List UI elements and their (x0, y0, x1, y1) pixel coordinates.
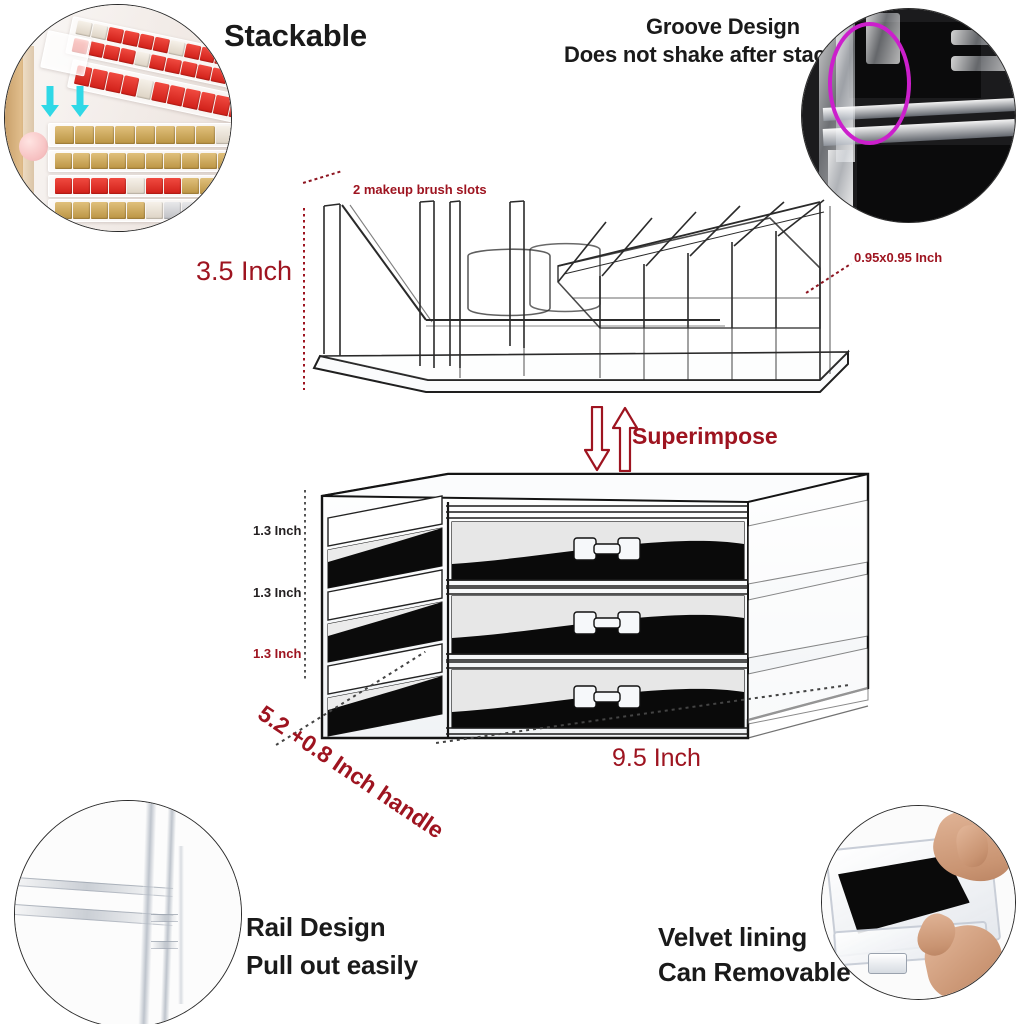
arrow-up-icon (612, 406, 638, 472)
brush-slots-label: 2 makeup brush slots (353, 182, 487, 197)
height-guide-line (303, 208, 305, 390)
tray-height-label: 3.5 Inch (196, 256, 293, 286)
drawer-unit-drawing (296, 466, 886, 756)
compartment-size-label: 0.95x0.95 Inch (854, 250, 943, 265)
groove-closeup-photo (801, 8, 1016, 223)
rail-design-label-line2: Pull out easily (246, 950, 418, 980)
velvet-lining-label-line2: Can Removable (658, 957, 851, 987)
drawer-height-label-2: 1.3 Inch (253, 585, 302, 600)
drawer-height-label-1: 1.3 Inch (253, 523, 302, 538)
groove-design-heading-line1: Groove Design (646, 14, 800, 39)
rail-closeup-photo (14, 800, 242, 1024)
stackable-heading: Stackable (224, 18, 367, 53)
drawer-height-label-3: 1.3 Inch (253, 646, 302, 661)
superimpose-label: Superimpose (632, 423, 778, 449)
rail-design-label-line1: Rail Design (246, 912, 386, 942)
arrow-down-icon (584, 406, 610, 472)
velvet-lining-photo (821, 805, 1016, 1000)
width-label: 9.5 Inch (612, 744, 701, 772)
velvet-lining-label-line1: Velvet lining (658, 922, 808, 952)
highlight-ring-icon (827, 21, 911, 146)
brush-slots-leader (302, 170, 342, 184)
top-tray-drawing (300, 196, 860, 416)
stacked-organizer-photo (4, 4, 232, 232)
drawer-height-guide (304, 490, 306, 680)
